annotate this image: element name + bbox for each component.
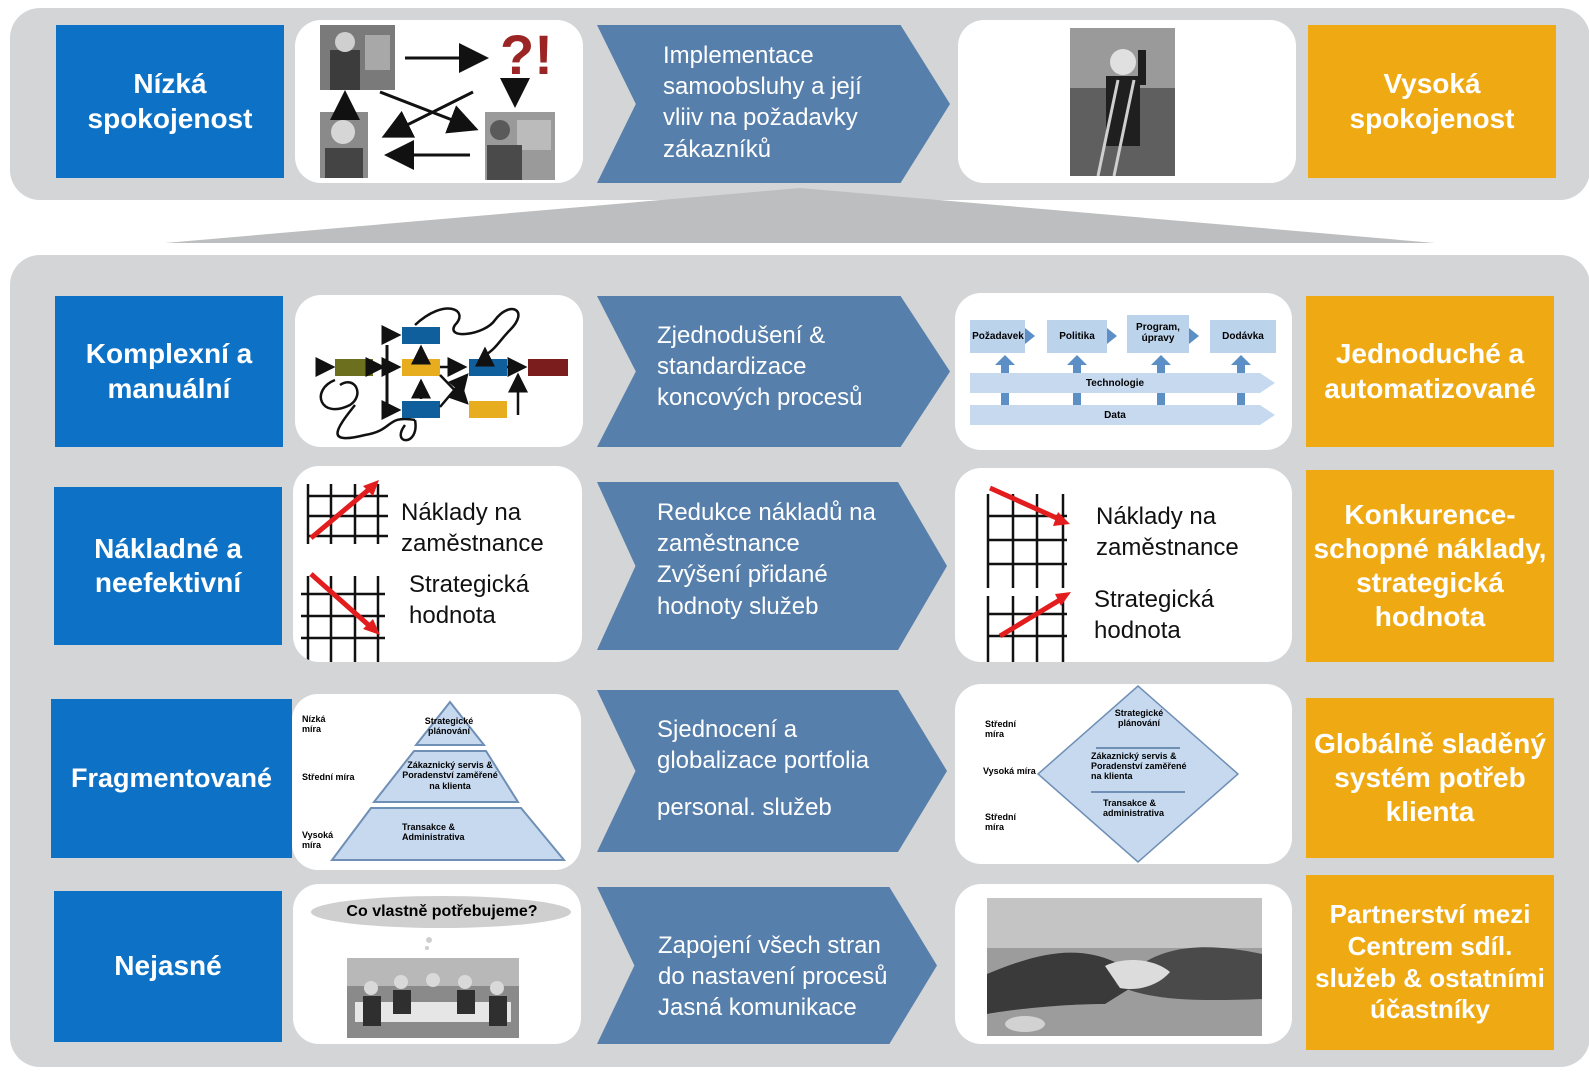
process-step-program: Program, úpravy: [1136, 322, 1180, 344]
flow-node-start: [335, 359, 373, 376]
row1-left-box: Komplexní a manuální: [55, 296, 283, 447]
thought-bubble-graphic: [311, 896, 571, 1038]
flow-node-yellow-2: [469, 401, 507, 418]
handshake-card: [955, 884, 1292, 1044]
costs-after-card: Náklady na zaměstnance Strategická hodno…: [955, 468, 1292, 662]
complex-process-card: [295, 295, 583, 447]
diamond-card: Strategické plánování Zákaznický servis …: [955, 684, 1292, 864]
flow-node-yellow-1: [402, 359, 440, 376]
process-step-policy: Politika: [1059, 331, 1095, 342]
office-photo-2: [320, 112, 368, 178]
value-label-left: Strategická hodnota: [409, 571, 530, 630]
flow-node-blue-3: [469, 359, 507, 376]
arrow-diag-1: [379, 90, 479, 134]
service-pyramid: [330, 700, 567, 861]
row4-arrow: [597, 887, 937, 1044]
row2-arrow: [597, 482, 947, 650]
office-photo-1: [320, 25, 395, 90]
diamond-measure-top: Střední míra: [985, 719, 1017, 740]
row2-right-box: Konkurence-schopné náklady, strategická …: [1306, 470, 1554, 662]
value-label-right: Strategická hodnota: [1094, 586, 1215, 645]
falling-cost-arrow: [988, 485, 1063, 523]
pyramid-measure-high: Vysoká míra: [302, 830, 334, 851]
success-photo: [1070, 28, 1175, 177]
costs-before-card: Náklady na zaměstnance Strategická hodno…: [293, 466, 582, 662]
top-process-arrow: [597, 25, 950, 183]
success-card: [958, 20, 1296, 183]
row4-left-box: Nejasné: [54, 891, 282, 1042]
arrow-diag-2: [381, 90, 474, 138]
process-step-request: Požadavek: [972, 331, 1024, 342]
rising-value-arrow: [998, 595, 1065, 639]
diamond-level-bottom: Transakce & administrativa: [1103, 798, 1165, 819]
layer-data: Data: [1104, 410, 1126, 421]
question-exclaim-symbol: ?!: [500, 23, 553, 86]
diamond-level-middle: Zákaznický servis & Poradenství zaměřené…: [1091, 751, 1187, 781]
service-diamond: [1036, 685, 1240, 863]
pyramid-measure-low: Nízká míra: [302, 714, 326, 735]
pyramid-measure-mid: Střední míra: [302, 772, 355, 782]
row4-right-box: Partnerství mezi Centrem sdíl. služeb & …: [1306, 875, 1554, 1050]
flow-node-end: [528, 359, 568, 376]
diamond-measure-middle: Vysoká míra: [983, 766, 1036, 776]
simple-process-card: Požadavek Politika Program, úpravy Dodáv…: [955, 293, 1292, 450]
diamond-measure-bottom: Střední míra: [985, 812, 1017, 833]
flow-node-blue-2: [402, 401, 440, 418]
falling-red-arrow: [309, 572, 375, 631]
confusion-diagram: [320, 25, 555, 180]
meeting-card: Co vlastně potřebujeme?: [293, 884, 581, 1044]
layer-technology: Technologie: [1085, 378, 1145, 389]
pyramid-card: Strategické plánování Zákaznický servis …: [292, 694, 581, 870]
rising-red-arrow: [309, 484, 375, 540]
row3-arrow: [597, 690, 947, 852]
diamond-level-top: Strategické plánování: [1114, 708, 1164, 729]
high-satisfaction-box: Vysoká spokojenost: [1308, 25, 1556, 178]
process-step-delivery: Dodávka: [1222, 331, 1264, 342]
handshake-photo: [987, 898, 1262, 1036]
complex-flow-diagram: [315, 307, 568, 442]
low-satisfaction-box: Nízká spokojenost: [56, 25, 284, 178]
pyramid-level-bottom: Transakce & Administrativa: [402, 822, 465, 843]
pyramid-level-middle: Zákaznický servis & Poradenství zaměřené…: [402, 760, 498, 791]
pyramid-level-top: Strategické plánování: [424, 716, 474, 737]
costs-label-right: Náklady na zaměstnance: [1096, 503, 1239, 562]
costs-before-chart: [301, 480, 388, 662]
flow-node-blue-1: [402, 327, 440, 344]
row3-left-box: Fragmentované: [51, 699, 292, 858]
costs-label-left: Náklady na zaměstnance: [401, 499, 544, 558]
row2-left-box: Nákladné a neefektivní: [54, 487, 282, 645]
row3-right-box: Globálně sladěný systém potřeb klienta: [1306, 698, 1554, 858]
process-layers-diagram: [970, 315, 1276, 425]
meeting-photo: [347, 958, 519, 1038]
row1-arrow: [597, 296, 950, 447]
confusion-card: ?!: [295, 20, 583, 183]
costs-after-chart: [986, 485, 1071, 662]
row1-right-box: Jednoduché a automatizované: [1306, 296, 1554, 447]
thought-bubble-text: Co vlastně potřebujeme?: [346, 903, 538, 920]
office-photo-3: [485, 112, 555, 180]
